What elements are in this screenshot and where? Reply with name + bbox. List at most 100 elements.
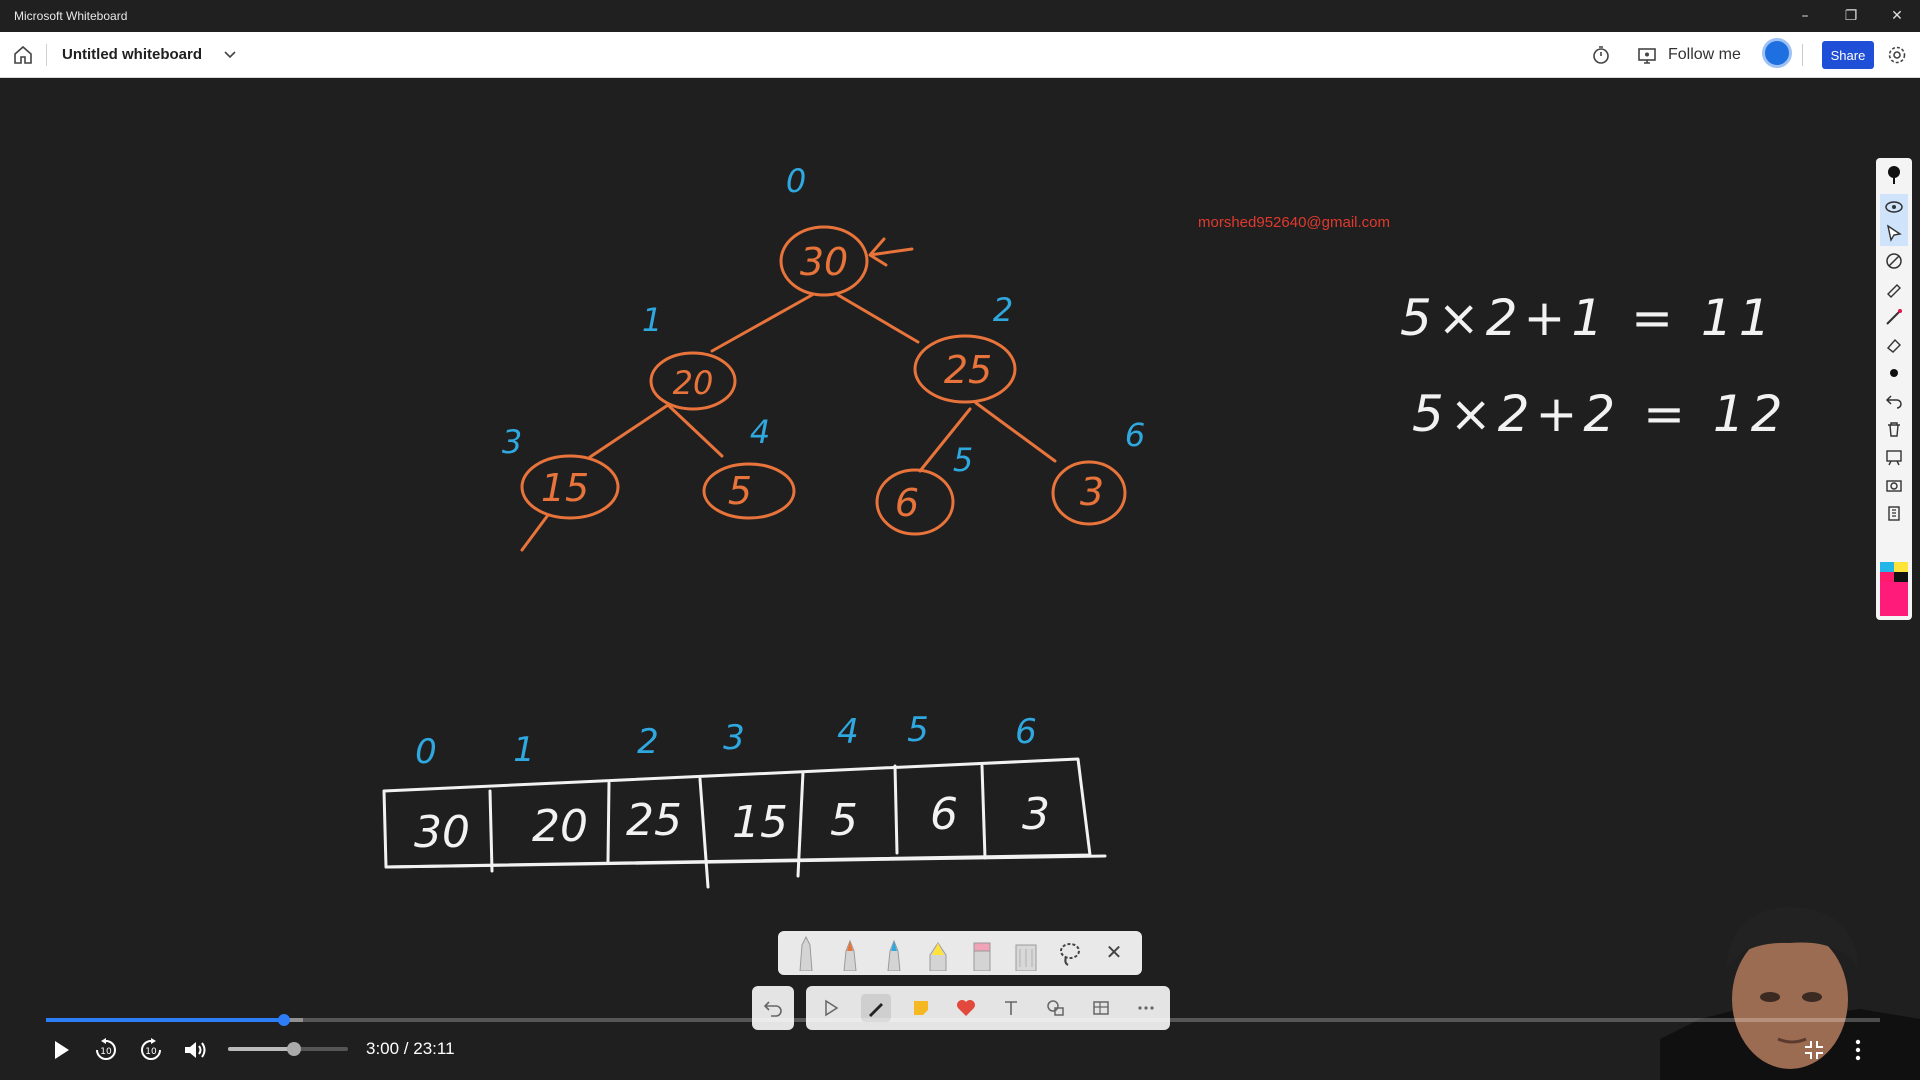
lasso-icon[interactable] (1054, 935, 1086, 971)
rewind-10-icon[interactable]: 10 (90, 1034, 122, 1066)
edge-1-3 (588, 403, 670, 459)
root-arrow (868, 237, 914, 267)
svg-text:10: 10 (145, 1047, 157, 1057)
camera-icon[interactable] (1880, 472, 1908, 498)
progress-played (46, 1018, 285, 1022)
restore-button[interactable]: ❐ (1844, 8, 1858, 24)
inking-tool-icon[interactable] (861, 994, 891, 1022)
svg-text:10: 10 (100, 1047, 112, 1057)
user-avatar[interactable] (1762, 38, 1792, 68)
ruler-icon[interactable] (1010, 935, 1042, 972)
tree-index-6: 6 (1125, 416, 1145, 454)
sticky-note-icon[interactable] (906, 994, 936, 1022)
node-value-6: 3 (1080, 470, 1104, 514)
array-index-5: 5 (907, 710, 929, 750)
ink-sidebar (1876, 158, 1912, 620)
tree-index-4: 4 (750, 413, 770, 451)
no-draw-icon[interactable] (1880, 248, 1908, 274)
array-index-2: 2 (637, 722, 659, 762)
timer-icon[interactable] (1590, 44, 1612, 66)
array-index-1: 1 (513, 730, 535, 770)
volume-slider[interactable] (228, 1042, 348, 1056)
watermark-email: morshed952640@gmail.com (1198, 214, 1390, 231)
bottom-toolbar (806, 986, 1170, 1030)
array-value-5: 6 (930, 789, 958, 840)
text-tool-icon[interactable] (996, 994, 1026, 1022)
node-circle-2 (913, 334, 1017, 404)
edge-0-1 (710, 293, 814, 353)
table-icon[interactable] (1086, 994, 1116, 1022)
edge-3-stub (520, 513, 550, 552)
video-progress-bar[interactable] (46, 1014, 1880, 1026)
volume-knob[interactable] (287, 1042, 301, 1056)
reactions-heart-icon[interactable] (951, 994, 981, 1022)
home-icon[interactable] (12, 44, 34, 66)
tree-index-3: 3 (502, 423, 522, 461)
volume-icon[interactable] (180, 1034, 212, 1066)
array-value-0: 30 (414, 807, 470, 858)
node-value-0: 30 (800, 240, 848, 284)
gear-icon[interactable] (1886, 44, 1908, 66)
volume-level (228, 1047, 294, 1051)
node-value-5: 6 (895, 481, 919, 525)
follow-me-button[interactable]: Follow me (1668, 46, 1741, 63)
array-value-4: 5 (830, 795, 858, 846)
header-divider-right (1802, 44, 1803, 66)
pen-blue-icon[interactable] (878, 935, 910, 972)
progress-scrubber[interactable] (278, 1014, 291, 1026)
node-value-1: 20 (673, 364, 714, 402)
close-icon[interactable]: ✕ (1105, 942, 1123, 964)
array-value-1: 20 (532, 801, 588, 852)
edge-2-5 (918, 407, 972, 473)
eraser-icon[interactable] (1880, 332, 1908, 358)
view-icon[interactable] (1880, 194, 1908, 220)
tree-index-2: 2 (993, 291, 1013, 329)
pen-grey-icon[interactable] (790, 935, 822, 972)
minimize-button[interactable]: – (1801, 8, 1809, 24)
undo-icon[interactable] (1880, 388, 1908, 414)
dot-icon[interactable] (1880, 360, 1908, 386)
array-index-3: 3 (723, 718, 745, 758)
shapes-icon[interactable] (1041, 994, 1071, 1022)
edge-2-6 (974, 401, 1057, 463)
forward-10-icon[interactable]: 10 (135, 1034, 167, 1066)
node-circle-1 (649, 351, 737, 411)
select-cursor-icon[interactable] (1880, 220, 1908, 246)
tree-index-0: 0 (786, 162, 806, 200)
pen-orange-icon[interactable] (834, 935, 866, 972)
more-vertical-icon[interactable] (1842, 1034, 1874, 1066)
highlighter-icon[interactable] (1880, 276, 1908, 302)
app-header: Untitled whiteboard Follow me Share (0, 32, 1920, 78)
select-tool-icon[interactable] (816, 994, 846, 1022)
play-icon[interactable] (45, 1034, 77, 1066)
array-value-3: 15 (732, 797, 788, 848)
whiteboard-icon[interactable] (1880, 444, 1908, 470)
share-button[interactable]: Share (1822, 41, 1874, 69)
eraser-pink-icon[interactable] (966, 935, 998, 972)
pin-icon[interactable] (1880, 162, 1908, 188)
edge-1-4 (666, 403, 724, 458)
more-options-icon[interactable] (1131, 994, 1161, 1022)
node-circle-0 (779, 225, 869, 297)
whiteboard-canvas[interactable]: 30 20 25 15 5 6 3 0 1 2 3 4 5 6 0 1 2 3 … (0, 79, 1920, 1080)
whiteboard-ink: 30 20 25 15 5 6 3 0 1 2 3 4 5 6 0 1 2 3 … (382, 162, 1789, 889)
follow-icon[interactable] (1636, 44, 1658, 66)
equation-2: 5×2+2 = 12 (1412, 385, 1789, 443)
undo-button[interactable] (752, 986, 794, 1030)
equation-1: 5×2+1 = 11 (1400, 289, 1777, 347)
highlighter-yellow-icon[interactable] (922, 935, 954, 972)
close-window-button[interactable]: ✕ (1891, 8, 1903, 24)
playback-time: 3:00 / 23:11 (366, 1039, 455, 1058)
color-swatches[interactable] (1880, 562, 1908, 616)
chevron-down-icon[interactable] (222, 46, 238, 62)
array-index-0: 0 (415, 732, 437, 772)
array-value-6: 3 (1022, 789, 1050, 840)
trash-icon[interactable] (1880, 416, 1908, 442)
clipboard-icon[interactable] (1880, 500, 1908, 526)
node-circle-6 (1051, 460, 1127, 526)
edge-0-2 (836, 293, 920, 344)
node-value-3: 15 (541, 466, 589, 510)
whiteboard-title[interactable]: Untitled whiteboard (62, 46, 202, 63)
pen-icon[interactable] (1880, 304, 1908, 330)
exit-fullscreen-icon[interactable] (1798, 1034, 1830, 1066)
